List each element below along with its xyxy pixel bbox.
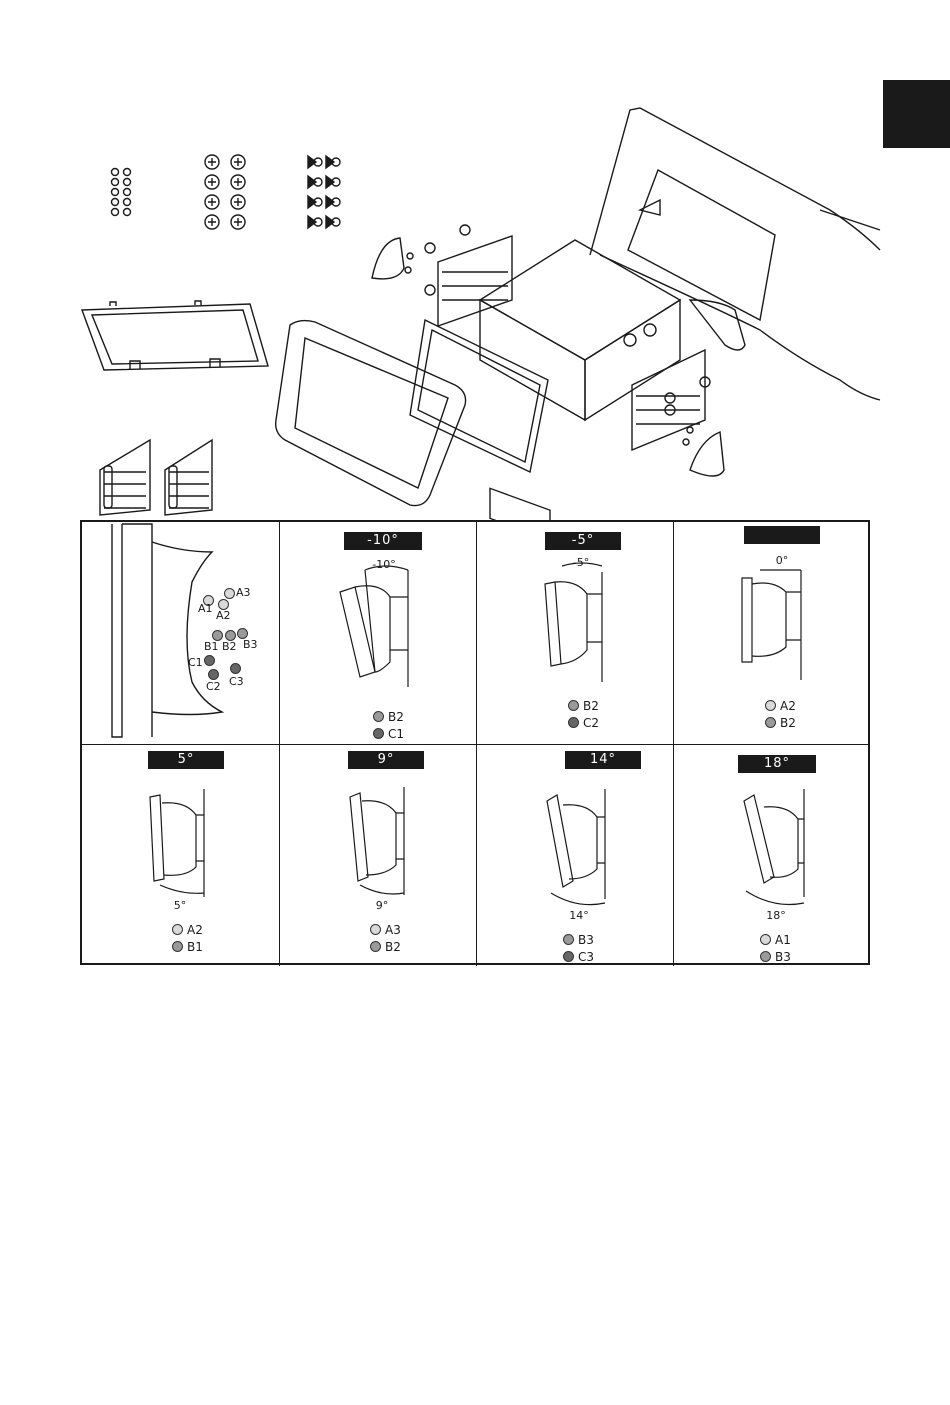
hole-label-c3: C3 [229,675,244,688]
hole-legend-label: A3 [385,923,401,937]
hole-a3-marker [224,588,235,599]
mounting-brackets-icon [100,440,212,515]
angle-panel-plus9: 9° 9° A3 B2 [279,744,476,966]
hole-label-b3: B3 [243,638,258,651]
hole-label-c2: C2 [206,680,221,693]
hole-legend-label: B3 [578,933,594,947]
hole-label-b1: B1 [204,640,219,653]
end-cap-left-icon [372,238,404,279]
reference-bracket-drawing [82,522,279,744]
angle-panel-zero: 0° A2 B2 [673,522,870,744]
hole-c2-marker [208,669,219,680]
hole-dot-icon [370,924,381,935]
hole-label-a2: A2 [216,609,231,622]
trim-frame-icon [82,301,268,370]
hole-dot-icon [373,711,384,722]
small-screws-icon [112,169,131,216]
flat-head-screws-icon [205,155,245,229]
hole-dot-icon [765,717,776,728]
hole-legend: B3 C3 [563,931,594,965]
hole-dot-icon [370,941,381,952]
angle-value-label: 9° [362,899,402,912]
hole-legend-label: C2 [583,716,599,730]
hole-legend: A3 B2 [370,921,401,955]
hole-legend-label: B1 [187,940,203,954]
angle-value-label: 14° [559,909,599,922]
hole-dot-icon [373,728,384,739]
hole-legend-label: A2 [780,699,796,713]
dashboard-opening-icon [590,108,880,400]
hole-legend-label: B3 [775,950,791,964]
angle-value-label: -5° [561,556,601,569]
hole-legend-label: B2 [385,940,401,954]
angle-value-label: 5° [160,899,200,912]
hole-label-a3: A3 [236,586,251,599]
hole-legend-label: B2 [780,716,796,730]
hole-dot-icon [172,941,183,952]
angle-panel-minus10: -10° -10° B2 C1 [279,522,476,744]
mounting-angle-table: A1 A2 A3 B1 B2 B3 C1 C2 C3 -10° -10° B2 … [80,520,870,965]
angle-value-label: -10° [364,558,404,571]
hole-legend-label: C1 [388,727,404,741]
monitor-front-icon [276,321,466,506]
hole-dot-icon [563,951,574,962]
hole-dot-icon [760,951,771,962]
hole-label-c1: C1 [188,656,203,669]
angle-value-label: 0° [762,554,802,567]
end-cap-right-icon [690,432,724,476]
angle-panel-plus5: 5° 5° A2 B1 [82,744,279,966]
hole-legend-label: A2 [187,923,203,937]
hole-c3-marker [230,663,241,674]
exploded-installation-diagram [0,0,950,520]
angle-panel-plus18: 18° 18° A1 B3 [673,744,870,966]
hole-dot-icon [568,700,579,711]
hole-dot-icon [568,717,579,728]
side-bracket-right-icon [632,350,705,450]
hole-dot-icon [172,924,183,935]
hole-dot-icon [765,700,776,711]
main-unit-chassis-icon [480,240,680,520]
hole-label-a1: A1 [198,602,213,615]
angle-value-label: 18° [756,909,796,922]
hole-legend-label: B2 [388,710,404,724]
countersunk-screws-icon [308,156,340,228]
hole-legend: B2 C2 [568,697,599,731]
hole-legend-label: C3 [578,950,594,964]
angle-panel-minus5: -5° -5° B2 C2 [476,522,673,744]
angle-panel-plus14: 14° 14° B3 C3 [476,744,673,966]
hole-legend-label: B2 [583,699,599,713]
hole-label-b2: B2 [222,640,237,653]
hole-c1-marker [204,655,215,666]
hole-legend: A2 B2 [765,697,796,731]
hole-legend-label: A1 [775,933,791,947]
hole-legend: B2 C1 [373,708,404,742]
hole-reference-panel: A1 A2 A3 B1 B2 B3 C1 C2 C3 [82,522,279,744]
hole-legend: A2 B1 [172,921,203,955]
hole-legend: A1 B3 [760,931,791,965]
hole-dot-icon [563,934,574,945]
hole-dot-icon [760,934,771,945]
